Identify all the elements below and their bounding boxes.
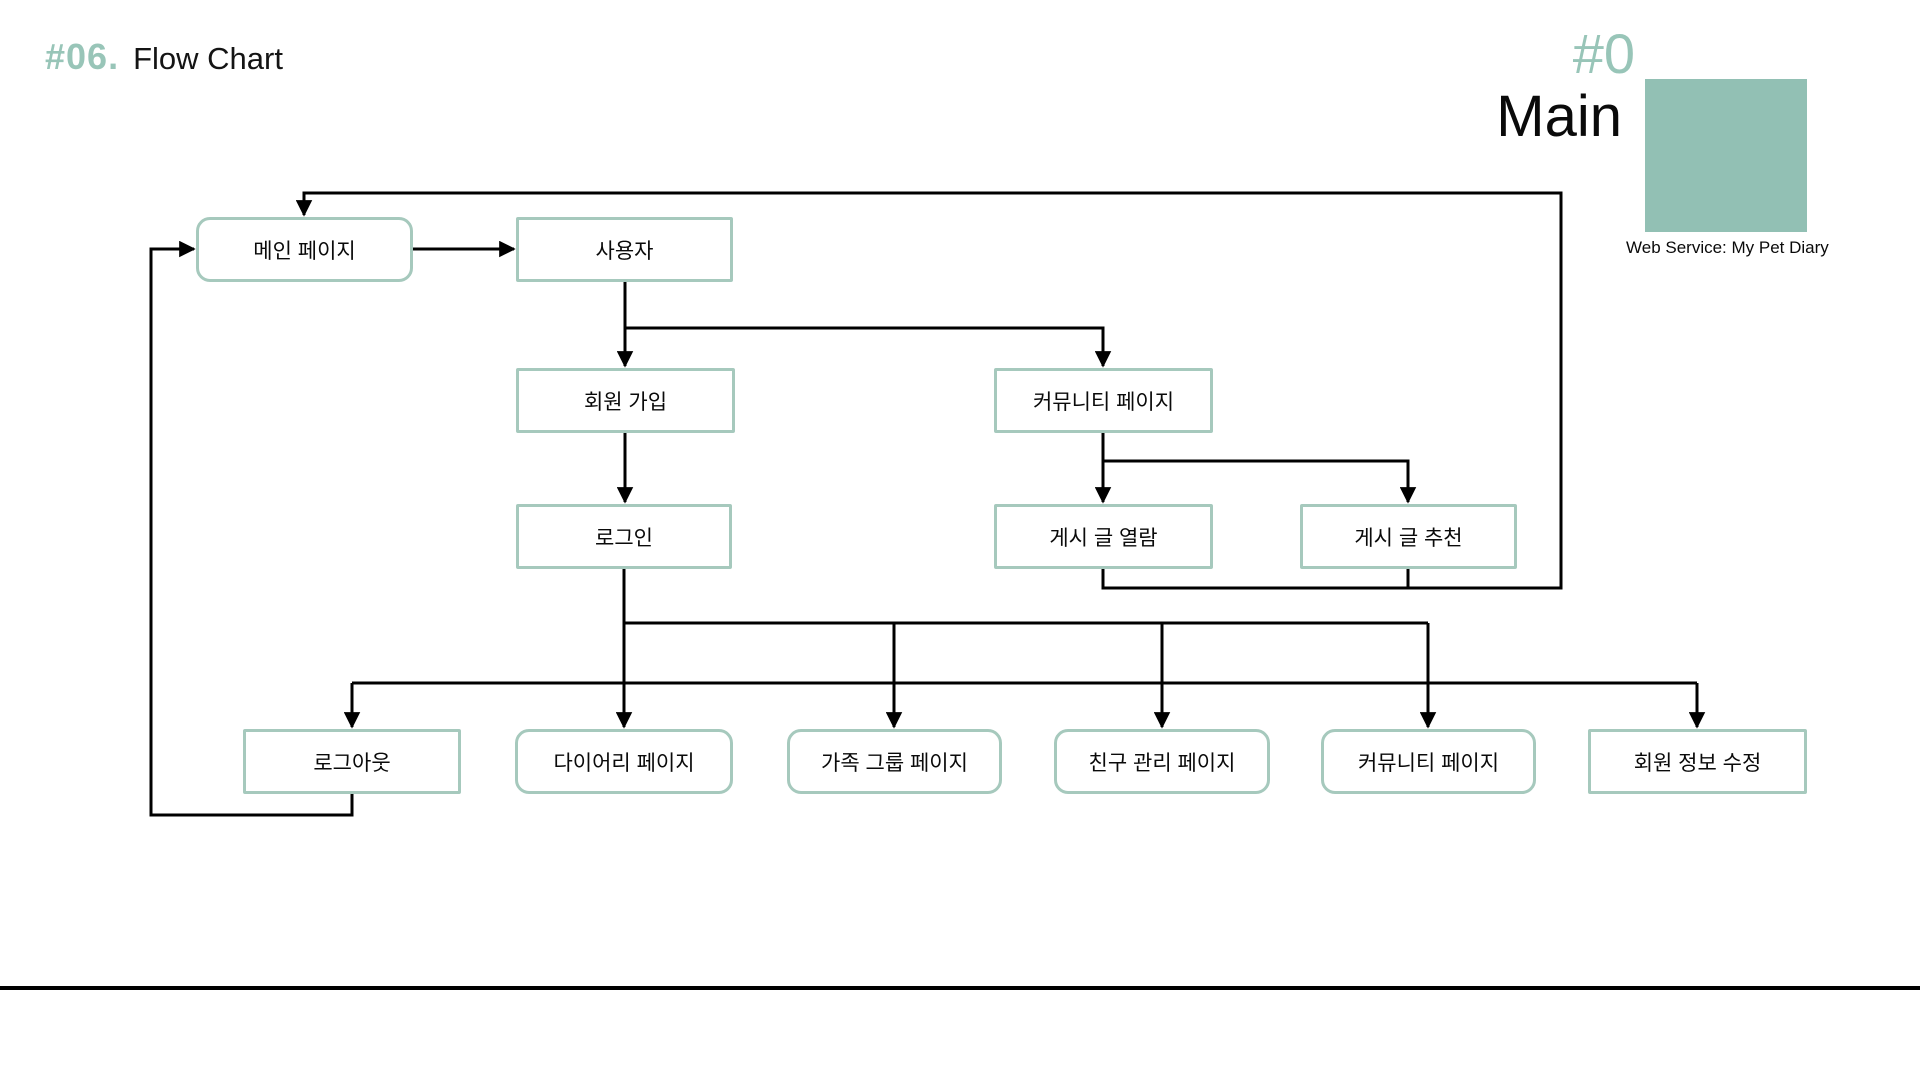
- flow-node-community-page: 커뮤니티 페이지: [994, 368, 1213, 433]
- flow-node-post-recommend: 게시 글 추천: [1300, 504, 1517, 569]
- flow-node-community-page-2: 커뮤니티 페이지: [1321, 729, 1536, 794]
- flow-node-family-group-page: 가족 그룹 페이지: [787, 729, 1002, 794]
- badge-caption: Web Service: My Pet Diary: [1626, 238, 1829, 257]
- flow-node-member-info-edit: 회원 정보 수정: [1588, 729, 1807, 794]
- page-title: Flow Chart: [133, 41, 283, 76]
- flow-node-friend-manage-page: 친구 관리 페이지: [1054, 729, 1270, 794]
- flow-node-diary-page: 다이어리 페이지: [515, 729, 733, 794]
- badge-number: #0: [1572, 22, 1635, 85]
- accent-square: [1645, 79, 1807, 232]
- flow-node-signup: 회원 가입: [516, 368, 735, 433]
- flow-node-post-view: 게시 글 열람: [994, 504, 1213, 569]
- flow-node-user: 사용자: [516, 217, 733, 282]
- badge-label: Main: [1496, 84, 1622, 149]
- flow-node-login: 로그인: [516, 504, 732, 569]
- slide-number: #06.: [45, 36, 120, 77]
- footer-divider: [0, 986, 1920, 990]
- flow-node-main-page: 메인 페이지: [196, 217, 413, 282]
- flow-node-logout: 로그아웃: [243, 729, 461, 794]
- slide-header: #06. Flow Chart: [45, 36, 283, 78]
